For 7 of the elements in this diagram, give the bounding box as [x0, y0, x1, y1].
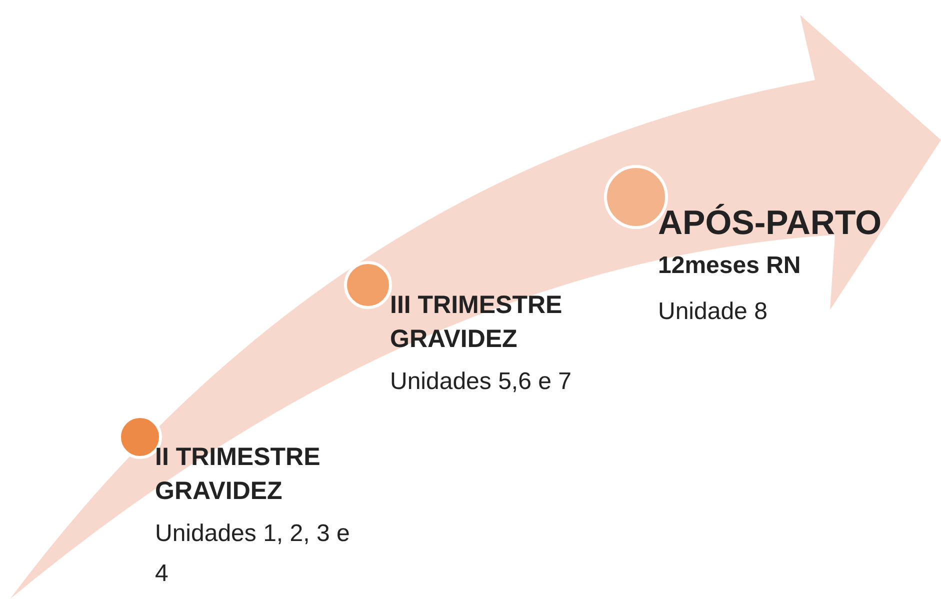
stage-heading: II TRIMESTRE GRAVIDEZ — [155, 442, 322, 507]
unit-text: Unidades 1, 2, 3 e 4 — [155, 519, 351, 589]
stage-subheading: 12meses RN — [658, 251, 802, 281]
unit-text: Unidade 8 — [658, 297, 768, 327]
unit-text: Unidades 5,6 e 7 — [390, 367, 572, 397]
stage-heading: APÓS-PARTO — [658, 202, 883, 244]
stage-heading: III TRIMESTRE GRAVIDEZ — [390, 290, 564, 355]
